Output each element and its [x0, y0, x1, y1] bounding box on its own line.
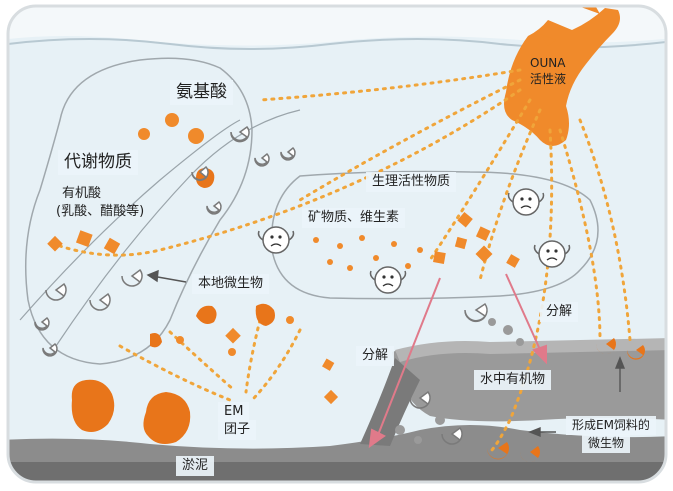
pacman-microbe-icon	[45, 282, 67, 301]
sediment-bottom-shadow	[8, 462, 666, 482]
metabolite-region-outline	[24, 57, 253, 365]
pacman-microbe-icon	[34, 316, 50, 331]
label-minerals: 矿物质、维生素	[302, 208, 406, 229]
smiley-microbe-icon	[369, 266, 407, 294]
diamond-particle-icon	[103, 237, 121, 255]
label-decompose-right: 分解	[540, 302, 579, 323]
label-organic-acid-detail: (乳酸、醋酸等)	[56, 204, 145, 219]
dotted-flows	[58, 68, 632, 452]
pacman-microbe-icon	[520, 446, 541, 463]
pacman-microbe-icon	[191, 165, 209, 182]
pacman-microbe-icon	[254, 152, 270, 167]
pacman-microbe-icon	[626, 345, 645, 360]
smiley-microbes	[257, 188, 571, 294]
pacman-microbe-icon	[441, 426, 463, 445]
pacman-microbe-icon	[89, 292, 111, 311]
label-em-line1: EM	[218, 402, 250, 423]
pacman-microbe-icon	[464, 302, 488, 323]
pacman-microbe-icon	[409, 390, 431, 409]
pacman-microbe-icon	[596, 338, 616, 354]
connector-line-2	[19, 119, 241, 321]
pacman-microbe-icon	[42, 342, 58, 357]
pacman-microbe-icon	[486, 442, 509, 460]
label-ouna-line1: OUNA	[530, 56, 566, 70]
pacman-microbe-icon	[280, 146, 296, 161]
label-amino-acid: 氨基酸	[170, 80, 233, 106]
splash-drop-2	[540, 34, 556, 46]
orange-blob-icon	[150, 333, 162, 348]
water-surface	[8, 6, 666, 46]
frame-border	[6, 4, 668, 484]
orange-blob-icon	[143, 392, 191, 444]
label-em-line2: 团子	[218, 420, 257, 441]
label-decompose-left: 分解	[356, 346, 395, 367]
pacman-microbe-icon	[206, 200, 222, 215]
bioactive-region-outline	[270, 170, 599, 300]
label-ouna-line2: 活性液	[530, 72, 567, 86]
connector-line-1	[55, 109, 301, 347]
decompose-arrows	[368, 273, 547, 449]
label-bioactive: 生理活性物质	[366, 172, 457, 193]
local-microbes	[34, 125, 488, 445]
diamond-particle-icon	[75, 230, 93, 247]
pointer-arrows	[146, 269, 626, 438]
orange-blob-icon	[71, 379, 115, 432]
particles	[47, 113, 520, 405]
label-organic-acid: 有机酸	[62, 186, 102, 201]
label-em-feed-line2: 微生物	[582, 434, 631, 453]
ouna-liquid-splash	[504, 8, 620, 146]
orange-blob-icon	[255, 303, 275, 326]
smiley-microbe-icon	[257, 226, 295, 254]
label-local-microbe: 本地微生物	[192, 274, 270, 295]
label-metabolite: 代谢物质	[58, 150, 138, 176]
label-sludge: 淤泥	[176, 456, 215, 477]
smiley-microbe-icon	[533, 240, 571, 268]
smiley-microbe-icon	[507, 188, 545, 216]
orange-blob-icon	[196, 305, 217, 324]
pacman-microbe-icon	[230, 125, 250, 143]
pacman-microbe-icon	[121, 268, 143, 287]
em-feed-microbes	[486, 338, 645, 463]
diamond-particle-icon	[47, 235, 63, 252]
label-em-feed-line1: 形成EM饲料的	[566, 416, 656, 435]
organic-particles	[395, 318, 524, 444]
label-water-organic: 水中有机物	[474, 370, 552, 391]
